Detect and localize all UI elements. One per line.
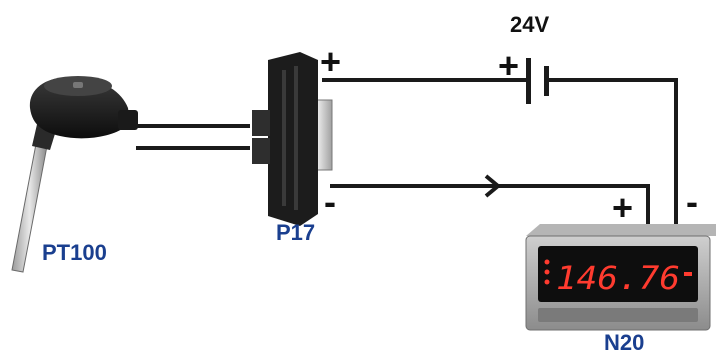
led-2 — [544, 269, 550, 275]
battery-symbol — [526, 58, 549, 104]
n20-minus-sign: - — [686, 181, 698, 222]
meter-unit-indicator — [684, 272, 692, 276]
p17-plus-sign: + — [320, 41, 341, 82]
led-1 — [544, 259, 550, 265]
meter-button-strip — [538, 308, 698, 322]
n20-meter: 146.76 — [525, 224, 716, 331]
p17-minus-sign: - — [324, 181, 336, 222]
wire-p17-minus-to-n20-plus — [330, 184, 650, 226]
supply-voltage-label: 24V — [510, 12, 549, 37]
meter-side — [526, 224, 716, 236]
wire-battery-to-n20-minus — [548, 78, 678, 226]
sensor-head-screw — [73, 82, 83, 88]
battery-plus-sign: + — [498, 45, 519, 86]
sensor-cable-gland — [118, 110, 138, 130]
p17-ridge-2 — [294, 66, 298, 210]
battery-long-plate — [526, 58, 531, 104]
pt100-sensor — [11, 76, 138, 273]
current-arrow — [484, 174, 502, 198]
p17-transmitter — [252, 52, 333, 226]
p17-label: P17 — [276, 220, 315, 245]
n20-plus-sign: + — [612, 187, 633, 228]
p17-housing — [268, 52, 318, 226]
meter-reading: 146.76 — [556, 259, 680, 297]
p17-terminal-bottom — [252, 138, 270, 164]
battery-short-plate — [544, 66, 549, 96]
n20-label: N20 — [604, 330, 644, 355]
led-3 — [544, 279, 550, 285]
pt100-label: PT100 — [42, 240, 107, 265]
meter-screen — [538, 246, 698, 302]
p17-terminal-top — [252, 110, 270, 136]
p17-ridge-1 — [282, 70, 286, 206]
